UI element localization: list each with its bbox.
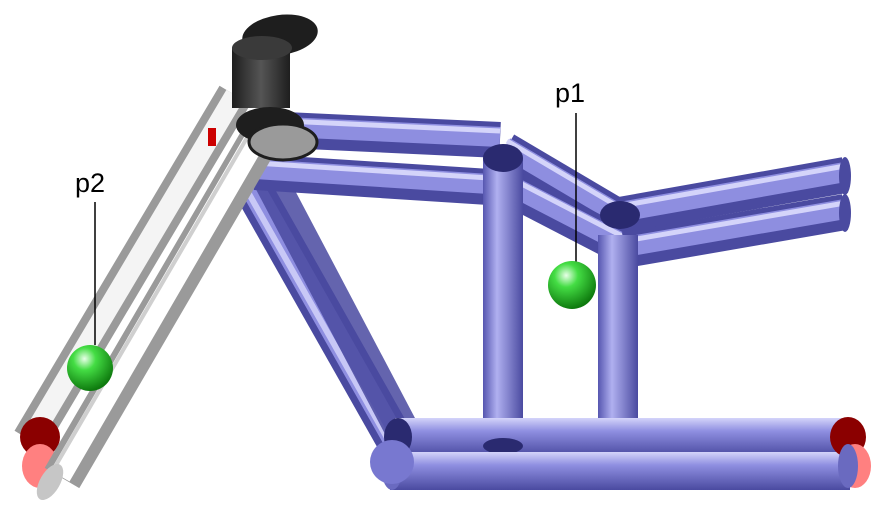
point-p2: p2 [67, 168, 113, 391]
top-tube-lower [253, 154, 507, 206]
seat-post-front [483, 144, 523, 448]
seat-stay-upper [495, 134, 625, 231]
head-tube [232, 14, 319, 162]
rear-fork-leg [14, 85, 251, 450]
p1-sphere [548, 261, 596, 309]
front-fork-leg [36, 119, 283, 501]
down-tube-front [249, 162, 426, 453]
rear-axle [830, 417, 871, 488]
frame-tubes [228, 112, 851, 490]
p2-sphere [67, 345, 113, 391]
p2-label: p2 [75, 168, 105, 198]
point-p1: p1 [548, 78, 596, 309]
bottom-tube-rear [384, 418, 850, 456]
bottom-tube-front [382, 452, 850, 490]
fork-marker [208, 128, 216, 146]
p1-label: p1 [555, 78, 585, 108]
top-tube-upper [284, 112, 501, 158]
rear-stay-upper [616, 157, 849, 233]
rear-stay-lower [621, 194, 849, 268]
